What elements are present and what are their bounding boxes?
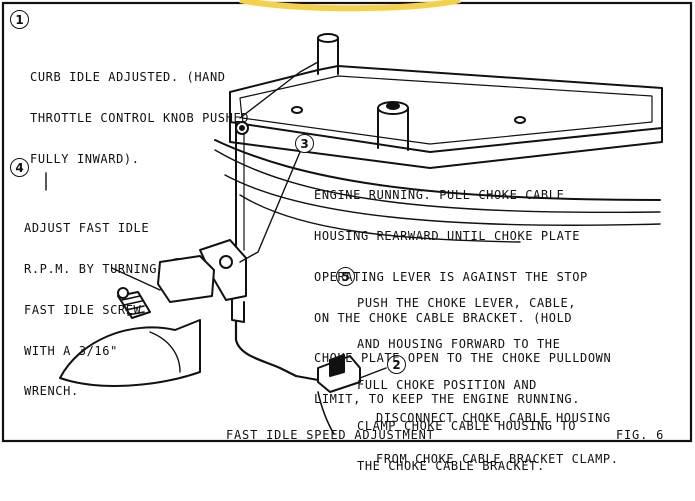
callout-number-1: 1	[10, 10, 29, 29]
leader-2	[359, 367, 387, 379]
callout-text-1: CURB IDLE ADJUSTED. (HAND THROTTLE CONTR…	[30, 44, 249, 194]
callout-line: CHOKE PLATE OPEN TO THE CHOKE PULLDOWN	[314, 351, 612, 366]
callout-line: FULLY INWARD).	[30, 151, 140, 166]
callout-line: ADJUST FAST IDLE	[24, 221, 150, 236]
callout-line: OPERATING LEVER IS AGAINST THE STOP	[314, 269, 588, 284]
figure-number: FIG. 6	[616, 428, 665, 442]
callout-line: DISCONNECT CHOKE CABLE HOUSING	[376, 411, 611, 426]
callout-line: FULL CHOKE POSITION AND	[357, 377, 537, 392]
fast-idle-screw	[117, 287, 151, 319]
yellow-mark	[239, 0, 461, 12]
callout-line: PUSH THE CHOKE LEVER, CABLE,	[357, 296, 577, 311]
carburetor-illustration	[1, 0, 693, 443]
center-post	[377, 107, 409, 151]
carburetor-body	[229, 65, 663, 153]
air-horn-tube	[317, 37, 339, 75]
leader-1	[239, 61, 319, 119]
throttle-body	[59, 319, 201, 387]
callout-line: WITH A 3/16"	[24, 343, 118, 358]
callout-line: THROTTLE CONTROL KNOB PUSHED	[30, 110, 250, 125]
callout-line: CLAMP CHOKE CABLE HOUSING TO	[357, 418, 577, 433]
callout-number-3: 3	[295, 134, 314, 153]
callout-line: FROM CHOKE CABLE BRACKET CLAMP.	[376, 451, 619, 466]
bolt-head	[291, 106, 303, 114]
callout-text-3: ENGINE RUNNING. PULL CHOKE CABLE HOUSING…	[314, 162, 611, 434]
bolt-head	[514, 116, 526, 124]
callout-line: AND HOUSING FORWARD TO THE	[357, 336, 561, 351]
figure: 1 3 4 5 2 CURB IDLE ADJUSTED. (HAND THRO…	[1, 0, 693, 473]
callout-line: WRENCH.	[24, 384, 79, 399]
callout-line: CURB IDLE ADJUSTED. (HAND	[30, 70, 226, 85]
callout-line: HOUSING REARWARD UNTIL CHOKE PLATE	[314, 228, 581, 243]
choke-cable	[234, 320, 298, 378]
figure-caption: FAST IDLE SPEED ADJUSTMENT	[226, 428, 435, 442]
callout-line: LIMIT, TO KEEP THE ENGINE RUNNING.	[314, 392, 581, 407]
base-flange	[214, 139, 661, 201]
callout-line: R.P.M. BY TURNING	[24, 261, 158, 276]
callout-number-2: 2	[387, 355, 406, 374]
callout-line: ENGINE RUNNING. PULL CHOKE CABLE	[314, 188, 565, 203]
callout-number-4: 4	[10, 158, 29, 177]
leader-3	[239, 151, 301, 263]
figure-border	[1, 1, 693, 443]
callout-line: FAST IDLE SCREW	[24, 302, 142, 317]
callout-number-5: 5	[336, 267, 355, 286]
callout-line: ON THE CHOKE CABLE BRACKET. (HOLD	[314, 310, 573, 325]
callout-text-4: ADJUST FAST IDLE R.P.M. BY TURNING FAST …	[24, 195, 157, 426]
